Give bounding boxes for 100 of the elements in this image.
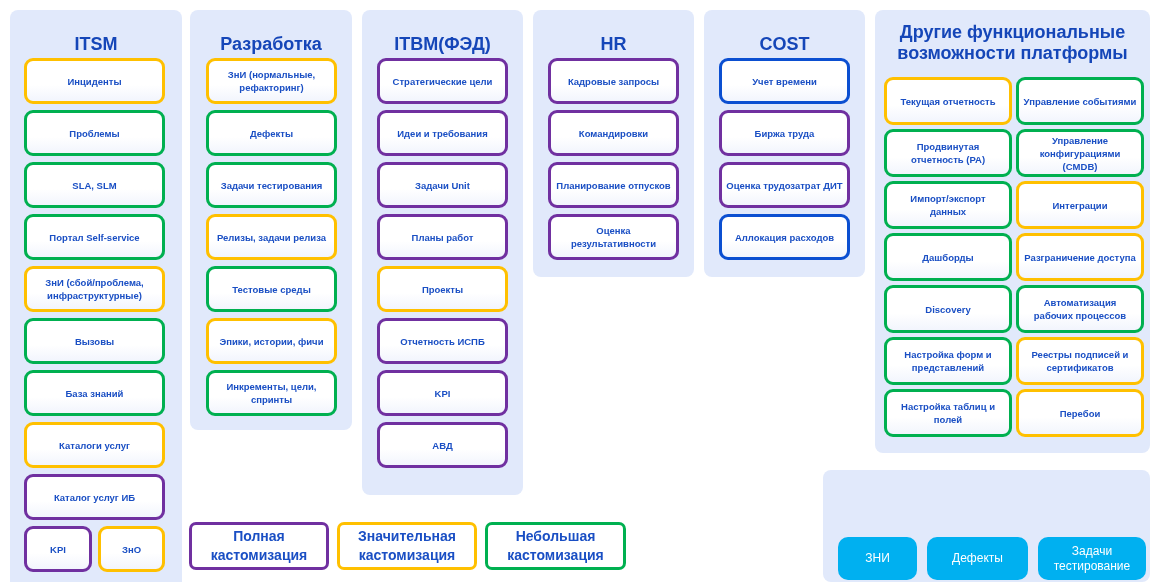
feature-box — [377, 110, 508, 156]
feature-box — [548, 110, 679, 156]
feature-box — [884, 285, 1012, 333]
feature-label: Продвинутая отчетность (PA) — [909, 140, 987, 166]
feature-box — [884, 129, 1012, 177]
feature-label: Дефекты — [249, 126, 294, 140]
column-heading: COST — [758, 34, 811, 55]
feature-label: База знаний — [65, 386, 124, 400]
feature-label: Идеи и требования — [397, 126, 488, 140]
feature-box — [884, 233, 1012, 281]
feature-label: Планирование отпусков — [556, 178, 671, 192]
feature-label: Планы работ — [411, 230, 474, 244]
feature-box — [884, 77, 1012, 125]
column-heading: Разработка — [219, 34, 323, 55]
feature-box — [98, 526, 165, 572]
feature-box — [24, 58, 165, 104]
feature-label: Отчетность ИСПБ — [400, 334, 485, 348]
feature-label: Дашборды — [922, 250, 974, 264]
column-panel — [362, 10, 523, 495]
feature-box — [719, 214, 850, 260]
feature-label: KPI — [434, 386, 451, 400]
feature-label: Реестры подписей и сертификатов — [1030, 348, 1130, 374]
feature-box — [719, 110, 850, 156]
feature-box — [1016, 233, 1144, 281]
module-tile — [1038, 537, 1146, 580]
feature-label: Текущая отчетность — [900, 94, 996, 108]
column-heading: ITSM — [73, 34, 119, 55]
feature-box — [377, 214, 508, 260]
feature-box — [24, 214, 165, 260]
feature-label: Вызовы — [74, 334, 115, 348]
feature-box — [206, 266, 337, 312]
feature-box — [206, 162, 337, 208]
feature-box — [206, 318, 337, 364]
feature-label: Стратегические цели — [392, 74, 493, 88]
legend-label: Полная кастомизация — [209, 527, 309, 565]
feature-label: Оценка трудозатрат ДИТ — [726, 178, 843, 192]
feature-label: Инкременты, цели, спринты — [225, 380, 318, 406]
feature-box — [24, 110, 165, 156]
feature-label: Учет времени — [752, 74, 817, 88]
feature-box — [206, 370, 337, 416]
feature-label: KPI — [50, 542, 66, 556]
feature-label: Discovery — [925, 302, 971, 316]
feature-box — [24, 318, 165, 364]
feature-label: Эпики, истории, фичи — [219, 334, 324, 348]
feature-label: Управление конфигурациями (CMDB) — [1038, 133, 1122, 173]
feature-label: Оценка результативности — [569, 224, 658, 250]
feature-label: Управление событиями — [1023, 94, 1137, 108]
feature-box — [206, 58, 337, 104]
container-panel — [823, 470, 1150, 582]
feature-box — [24, 422, 165, 468]
feature-label: Импорт/экспорт данных — [909, 192, 987, 218]
feature-label: Каталог услуг ИБ — [53, 490, 136, 504]
feature-box — [719, 162, 850, 208]
column-heading: HR — [599, 34, 628, 55]
column-panel — [533, 10, 694, 277]
feature-label: Задачи тестирования — [220, 178, 323, 192]
feature-label: Портал Self-service — [49, 230, 140, 244]
feature-label: Каталоги услуг — [59, 438, 130, 452]
feature-label: Биржа труда — [754, 126, 815, 140]
feature-box — [377, 370, 508, 416]
legend-label: Небольшая кастомизация — [506, 527, 605, 565]
feature-label: АВД — [432, 438, 453, 452]
feature-box — [1016, 389, 1144, 437]
feature-label: Перебои — [1059, 406, 1101, 420]
column-panel — [704, 10, 865, 277]
feature-box — [377, 422, 508, 468]
feature-label: Инциденты — [67, 74, 122, 88]
feature-box — [1016, 129, 1144, 177]
feature-box — [377, 162, 508, 208]
feature-box — [24, 526, 92, 572]
feature-label: Тестовые среды — [232, 282, 311, 296]
feature-label: ЗнИ (сбой/проблема, инфраструктурные) — [44, 276, 145, 302]
feature-label: Интеграции — [1052, 198, 1108, 212]
feature-box — [719, 58, 850, 104]
column-panel — [190, 10, 352, 430]
feature-label: Задачи Unit — [415, 178, 470, 192]
feature-label: Дефекты — [952, 551, 1003, 566]
column-heading: ITBM(ФЭД) — [393, 34, 492, 55]
feature-label: Настройка таблиц и полей — [900, 400, 996, 426]
feature-label: Аллокация расходов — [734, 230, 835, 244]
feature-label: Кадровые запросы — [567, 74, 660, 88]
feature-label: ЗнО — [121, 542, 142, 556]
feature-box — [24, 266, 165, 312]
feature-box — [548, 214, 679, 260]
feature-box — [884, 337, 1012, 385]
feature-label: Релизы, задачи релиза — [216, 230, 327, 244]
feature-box — [548, 58, 679, 104]
feature-label: Настройка форм и представлений — [903, 348, 993, 374]
feature-box — [24, 370, 165, 416]
feature-box — [24, 162, 165, 208]
feature-label: SLA, SLM — [72, 178, 117, 192]
feature-box — [1016, 337, 1144, 385]
feature-label: ЗНИ — [865, 551, 890, 566]
feature-label: Разграничение доступа — [1024, 250, 1136, 264]
module-tile — [927, 537, 1028, 580]
feature-box — [1016, 181, 1144, 229]
feature-box — [206, 110, 337, 156]
feature-label: ЗнИ (нормальные, рефакторинг) — [226, 68, 317, 94]
feature-box — [24, 474, 165, 520]
module-tile — [838, 537, 917, 580]
